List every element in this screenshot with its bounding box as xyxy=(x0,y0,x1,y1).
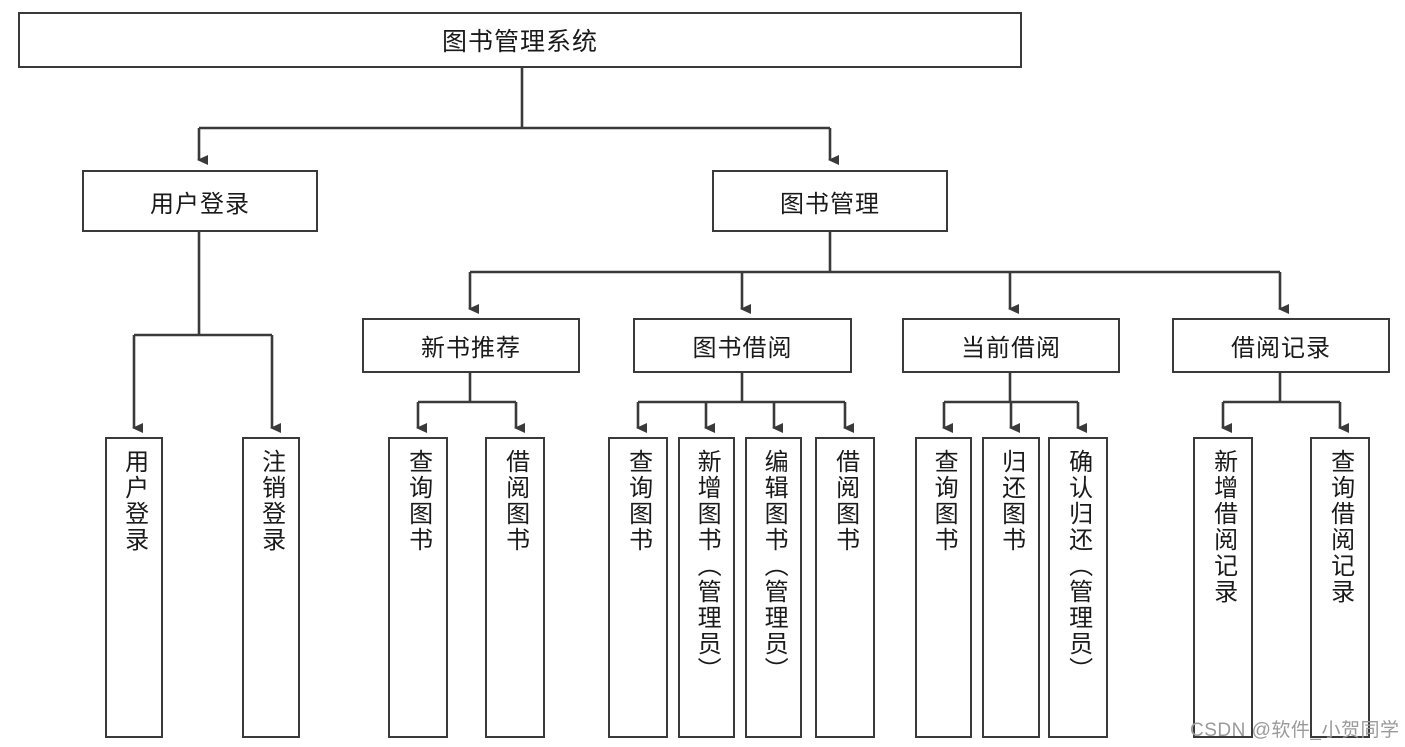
node-root-system[interactable]: 图书管理系统 xyxy=(18,12,1022,68)
leaf-logout[interactable]: 注销登录 xyxy=(242,437,300,738)
node-label: 图书借阅 xyxy=(692,335,793,362)
node-label: 新增图书（管理员） xyxy=(693,449,721,683)
node-label: 借阅记录 xyxy=(1231,335,1331,362)
node-label: 图书管理 xyxy=(780,190,880,218)
node-label: 新书推荐 xyxy=(421,335,521,362)
node-current-borrow[interactable]: 当前借阅 xyxy=(902,318,1120,373)
leaf-add-book-admin[interactable]: 新增图书（管理员） xyxy=(678,437,735,738)
leaf-confirm-return-admin[interactable]: 确认归还（管理员） xyxy=(1048,437,1108,738)
node-label: 用户登录 xyxy=(120,449,148,553)
leaf-return-book[interactable]: 归还图书 xyxy=(982,437,1040,738)
node-book-borrow[interactable]: 图书借阅 xyxy=(633,318,852,373)
node-label: 查询图书 xyxy=(624,449,652,553)
node-label: 图书管理系统 xyxy=(441,28,598,56)
leaf-query-borrow-record[interactable]: 查询借阅记录 xyxy=(1310,437,1370,738)
node-label: 注销登录 xyxy=(257,449,285,553)
node-borrow-record[interactable]: 借阅记录 xyxy=(1172,318,1390,373)
node-label: 查询图书 xyxy=(404,449,432,553)
leaf-query-book-newbook[interactable]: 查询图书 xyxy=(388,437,448,738)
leaf-borrow-book[interactable]: 借阅图书 xyxy=(815,437,875,738)
node-new-book-recommend[interactable]: 新书推荐 xyxy=(362,318,580,373)
leaf-edit-book-admin[interactable]: 编辑图书（管理员） xyxy=(745,437,802,738)
node-label: 查询图书 xyxy=(930,449,958,553)
leaf-add-borrow-record[interactable]: 新增借阅记录 xyxy=(1193,437,1253,738)
node-book-management[interactable]: 图书管理 xyxy=(712,170,948,232)
node-label: 用户登录 xyxy=(150,190,250,218)
node-label: 归还图书 xyxy=(997,449,1025,553)
node-label: 借阅图书 xyxy=(831,449,859,553)
leaf-query-book-borrow[interactable]: 查询图书 xyxy=(608,437,668,738)
node-label: 编辑图书（管理员） xyxy=(760,449,788,683)
leaf-query-book-current[interactable]: 查询图书 xyxy=(915,437,972,738)
leaf-borrow-book-newbook[interactable]: 借阅图书 xyxy=(485,437,545,738)
watermark-csdn: CSDN @软件_小贺同学 xyxy=(1190,720,1400,741)
node-label: 确认归还（管理员） xyxy=(1064,449,1092,683)
leaf-user-login[interactable]: 用户登录 xyxy=(105,437,163,738)
node-label: 当前借阅 xyxy=(961,335,1061,362)
node-label: 新增借阅记录 xyxy=(1209,449,1237,605)
node-label: 借阅图书 xyxy=(501,449,529,553)
node-user-login[interactable]: 用户登录 xyxy=(82,170,318,232)
node-label: 查询借阅记录 xyxy=(1326,449,1354,605)
